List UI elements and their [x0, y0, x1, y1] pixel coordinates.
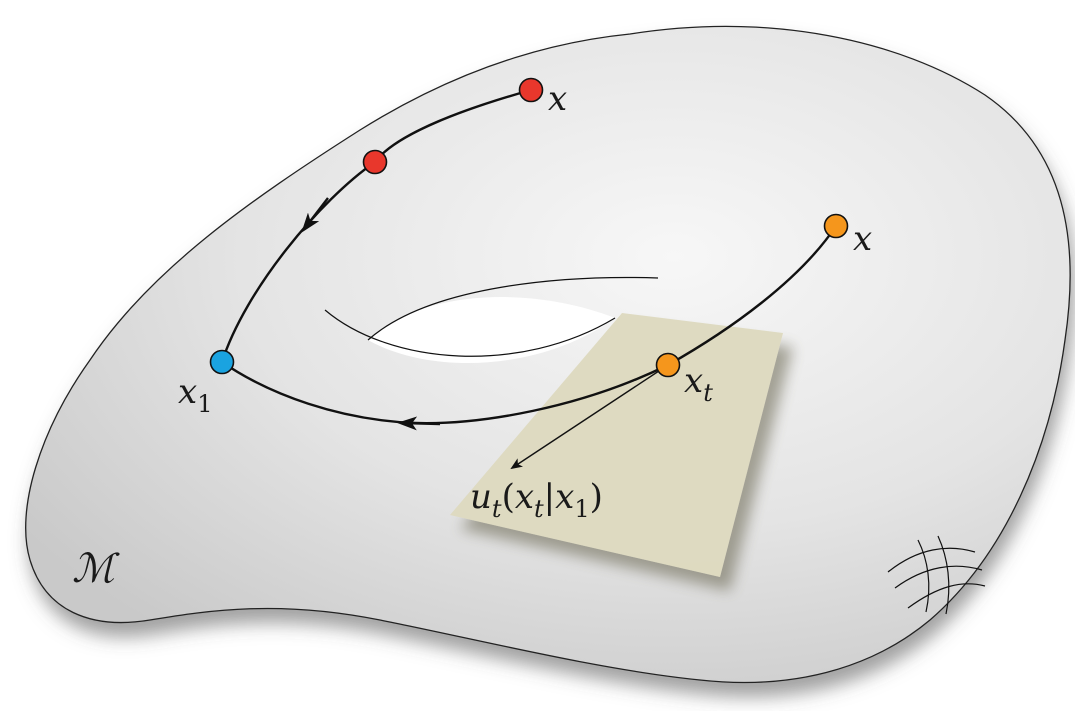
tv-u-sub: t — [492, 495, 502, 523]
tv-x2: x — [555, 477, 574, 517]
manifold-hole — [368, 297, 615, 364]
tangent-vector-arrow — [510, 364, 669, 470]
red-start-point — [518, 77, 544, 103]
orange-start-label: x — [853, 219, 872, 259]
red-trajectory-arrow — [301, 197, 329, 233]
red-start-label: x — [548, 79, 567, 119]
orange-mid-label-sub: t — [703, 379, 713, 407]
orange-mid-label-base: x — [684, 361, 703, 401]
red-mid-point — [362, 149, 388, 175]
hole-lower-edge — [324, 309, 616, 357]
tv-x1: x — [515, 477, 534, 517]
manifold-surface — [25, 25, 1071, 684]
manifold-label: ℳ — [72, 546, 120, 592]
tv-open: ( — [502, 477, 515, 517]
orange-trajectory-arrow — [397, 416, 441, 431]
orange-trajectory-curve — [221, 225, 837, 425]
target-point — [209, 349, 235, 375]
target-label: x1 — [178, 372, 212, 418]
tangent-vector-label: ut(xt|x1) — [470, 477, 603, 523]
tangent-plane — [450, 313, 783, 577]
orange-mid-label: xt — [684, 361, 713, 407]
target-label-base: x — [178, 372, 197, 412]
tv-bar: | — [544, 477, 555, 517]
target-label-sub: 1 — [197, 390, 212, 418]
orange-start-point — [823, 213, 849, 239]
orange-mid-point — [655, 352, 681, 378]
tv-x2-sub: 1 — [574, 495, 589, 523]
tv-u: u — [470, 477, 492, 517]
tv-x1-sub: t — [534, 495, 544, 523]
curvature-hatch — [887, 535, 986, 615]
tv-close: ) — [590, 477, 603, 517]
hole-upper-edge — [367, 276, 659, 341]
